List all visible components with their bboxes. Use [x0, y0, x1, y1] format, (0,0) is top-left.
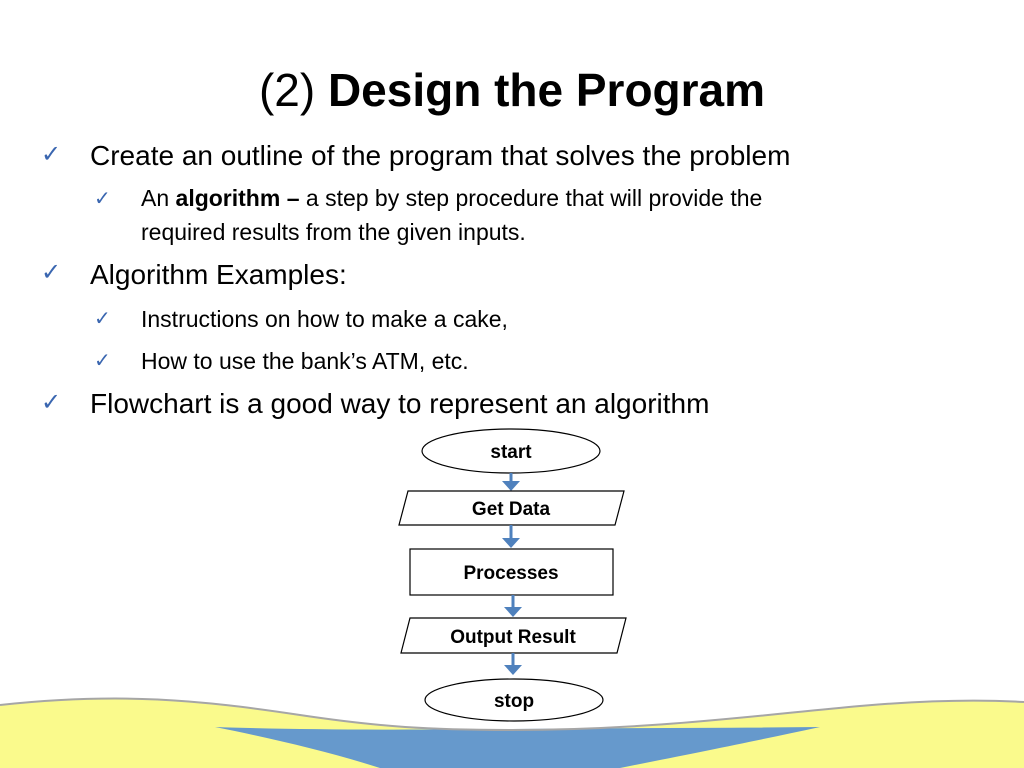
sub-bullet-rest: a step by step procedure that will provi… [299, 185, 763, 211]
flow-processes-label: Processes [463, 563, 558, 584]
flow-output-result-io [400, 617, 627, 654]
flow-arrowhead [502, 481, 520, 491]
wave-blue [215, 727, 820, 768]
flow-arrowhead [504, 607, 522, 617]
bullet-item-2: Algorithm Examples: [90, 259, 347, 290]
flow-processes-box [409, 548, 614, 596]
bullet-item-3: Flowchart is a good way to represent an … [90, 388, 710, 419]
title-prefix: (2) [258, 64, 328, 116]
flow-arrowhead [504, 665, 522, 675]
flow-stop-terminator [424, 678, 604, 722]
check-icon: ✓ [41, 258, 62, 286]
check-icon: ✓ [41, 388, 62, 416]
bullet-item-2-sub-1: Instructions on how to make a cake, [141, 306, 508, 332]
flow-arrowhead [502, 538, 520, 548]
bullet-item-1: Create an outline of the program that so… [90, 140, 791, 171]
flow-stop-label: stop [494, 691, 534, 712]
flow-output-result-label: Output Result [450, 627, 576, 648]
bullet-item-1-sub-1: An algorithm – a step by step procedure … [141, 182, 762, 214]
sub-bullet-prefix: An [141, 185, 176, 211]
bullet-item-2-sub-2: How to use the bank’s ATM, etc. [141, 348, 469, 374]
flow-start-label: start [490, 442, 532, 463]
title-bold: Design the Program [327, 64, 766, 116]
flow-get-data-io [398, 490, 625, 526]
wave-outline [0, 697, 1024, 732]
check-icon: ✓ [94, 348, 111, 372]
check-icon: ✓ [94, 306, 111, 330]
slide-title: (2) Design the Program [0, 60, 1024, 120]
flow-get-data-label: Get Data [472, 499, 551, 520]
sub-bullet-bold: algorithm – [175, 185, 300, 211]
check-icon: ✓ [41, 140, 62, 168]
check-icon: ✓ [94, 186, 111, 210]
bullet-item-1-sub-1-line-2: required results from the given inputs. [141, 219, 526, 245]
